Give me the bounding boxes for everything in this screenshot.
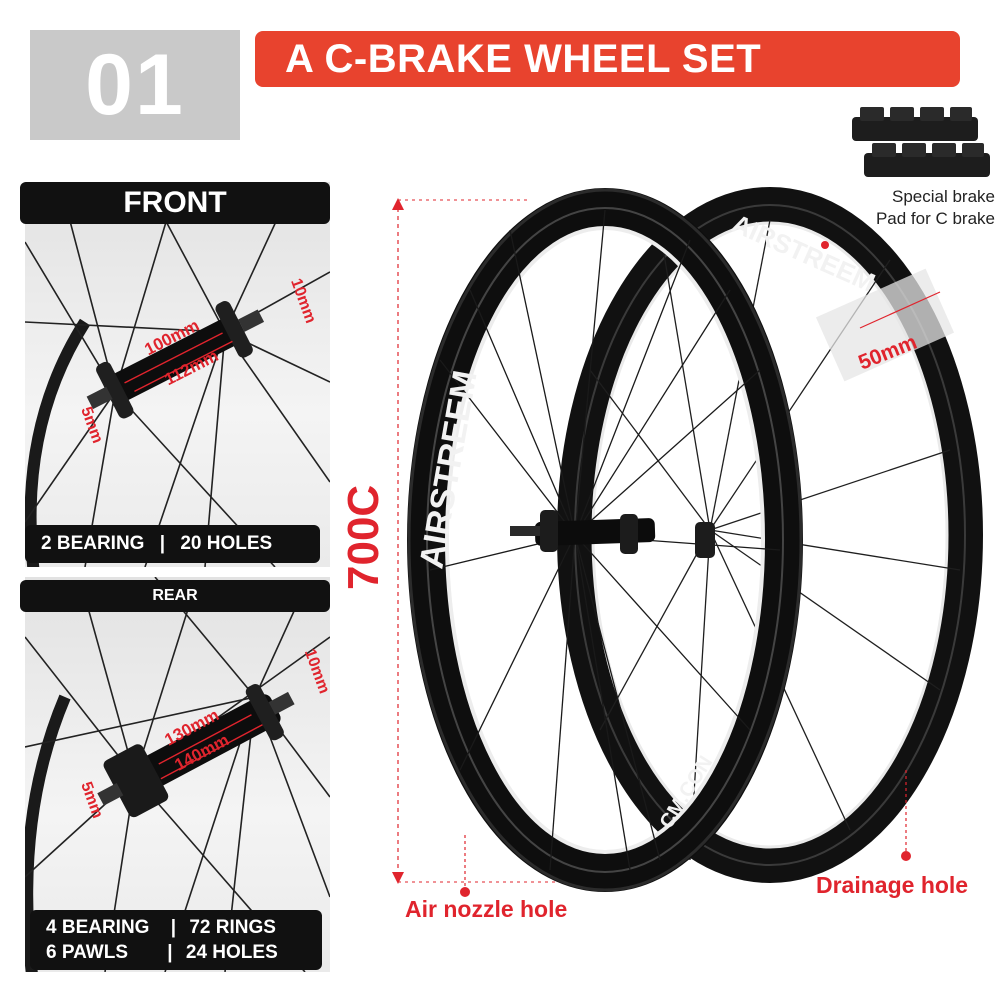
drainage-label: Drainage hole [816, 872, 969, 898]
size-dimension-line [392, 198, 560, 884]
rear-spec-row-1: 4 BEARING | 72 RINGS [46, 915, 306, 940]
air-nozzle-marker [460, 835, 470, 897]
front-spec-bearing: 2 BEARING [41, 533, 145, 554]
front-flange-label: 10mm [287, 276, 319, 325]
front-tag: FRONT [20, 182, 330, 224]
section-number: 01 [30, 30, 240, 140]
rear-spec-divider-2: | [167, 942, 173, 963]
brake-pad-top [852, 107, 978, 141]
rear-spec-bar: 4 BEARING | 72 RINGS 6 PAWLS | 24 HOLES [30, 910, 322, 970]
front-spec-divider: | [159, 533, 166, 554]
brake-pad-caption-line-1: Special brake [891, 187, 995, 206]
rear-spec-bearing: 4 BEARING [46, 917, 150, 938]
front-hub-illustration: 100mm 112mm 10mm 5mm [25, 182, 330, 567]
front-hub-photo: 100mm 112mm 10mm 5mm [25, 182, 330, 567]
rear-spec-rings: 72 RINGS [189, 917, 276, 938]
wheelset-illustration: 700C [339, 187, 983, 897]
rear-spec-pawls: 6 PAWLS [46, 942, 128, 963]
drainage-marker [901, 770, 911, 861]
brake-pad-caption: Special brake Pad for C brake [850, 186, 995, 230]
rear-spec-holes: 24 HOLES [185, 942, 278, 963]
rear-hub-illustration: 130mm 140mm 10mm 5mm [25, 577, 330, 972]
air-nozzle-label: Air nozzle hole [405, 896, 568, 922]
rear-hub-photo: 130mm 140mm 10mm 5mm [25, 577, 330, 972]
rear-tag: REAR [20, 580, 330, 612]
section-title: A C-BRAKE WHEEL SET [285, 37, 762, 81]
brake-pad-caption-line-2: Pad for C brake [875, 209, 995, 228]
brake-pad-bottom [864, 143, 990, 177]
rear-axle-label: 5mm [77, 780, 106, 821]
rear-spec-row-2: 6 PAWLS | 24 HOLES [46, 940, 306, 965]
rear-flange-label: 10mm [301, 647, 330, 696]
front-wheel [407, 188, 803, 892]
title-bar [255, 31, 960, 87]
size-label: 700C [339, 485, 388, 590]
brake-pads-image [852, 107, 990, 177]
front-spec-holes: 20 HOLES [180, 533, 273, 554]
front-spec-bar: 2 BEARING | 20 HOLES [25, 525, 320, 563]
rear-spec-divider-1: | [170, 917, 177, 938]
rim-depth-marker [815, 241, 955, 382]
